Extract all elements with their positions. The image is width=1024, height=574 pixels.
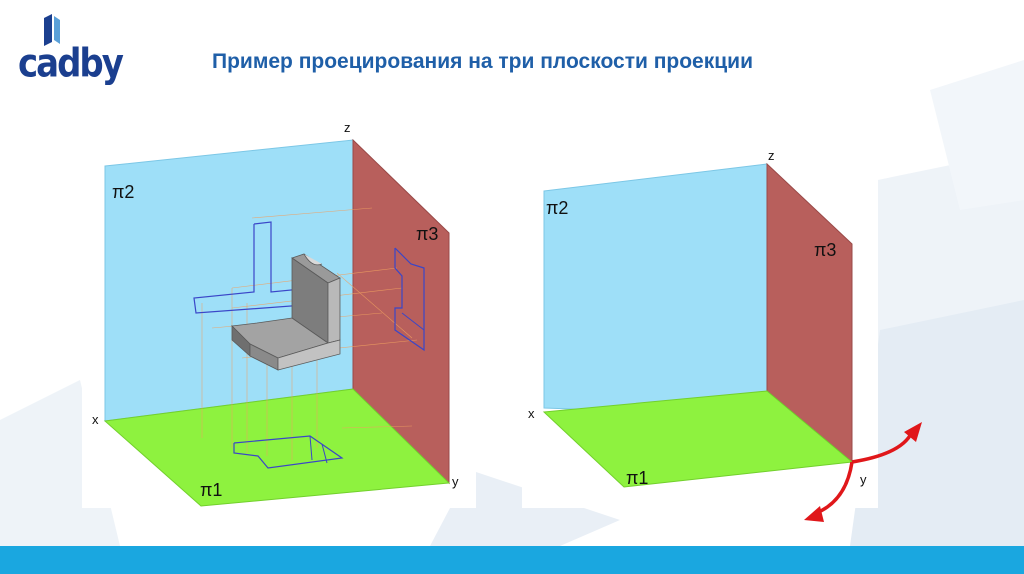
footer-bar [0, 546, 1024, 574]
plane-pi1-label: π1 [200, 480, 223, 500]
three-plane-projection-diagram: z x y π2 π3 π1 [82, 108, 476, 508]
axis-x-label: x [528, 406, 535, 421]
plane-pi1-label: π1 [626, 468, 649, 488]
projection-planes-empty [542, 162, 854, 488]
projection-planes-with-part [103, 138, 451, 507]
axis-x-label: x [92, 412, 99, 427]
logo-text: cadby [18, 41, 124, 87]
horizontal-plane-pi1 [103, 388, 451, 507]
logo-book-icon [44, 14, 60, 46]
axis-y-label: y [860, 472, 867, 487]
plane-pi3-label: π3 [416, 224, 439, 244]
frontal-plane-pi2 [543, 163, 768, 417]
empty-three-plane-diagram: z x y π2 π3 π1 [522, 136, 878, 508]
rotation-arrow-down-icon [813, 461, 854, 516]
cadby-logo: cadby [18, 14, 124, 90]
profile-projection-outline [394, 247, 425, 352]
axis-y-label: y [452, 474, 459, 489]
rotation-arrow-up-icon [851, 431, 914, 464]
axis-z-label: z [344, 120, 351, 135]
plane-pi2-label: π2 [112, 182, 135, 202]
rotation-arrows [804, 422, 922, 522]
slide-title: Пример проецирования на три плоскости пр… [212, 50, 753, 73]
plane-pi3-label: π3 [814, 240, 837, 260]
3d-part [231, 253, 341, 371]
axis-z-label: z [768, 148, 775, 163]
plane-pi2-label: π2 [546, 198, 569, 218]
